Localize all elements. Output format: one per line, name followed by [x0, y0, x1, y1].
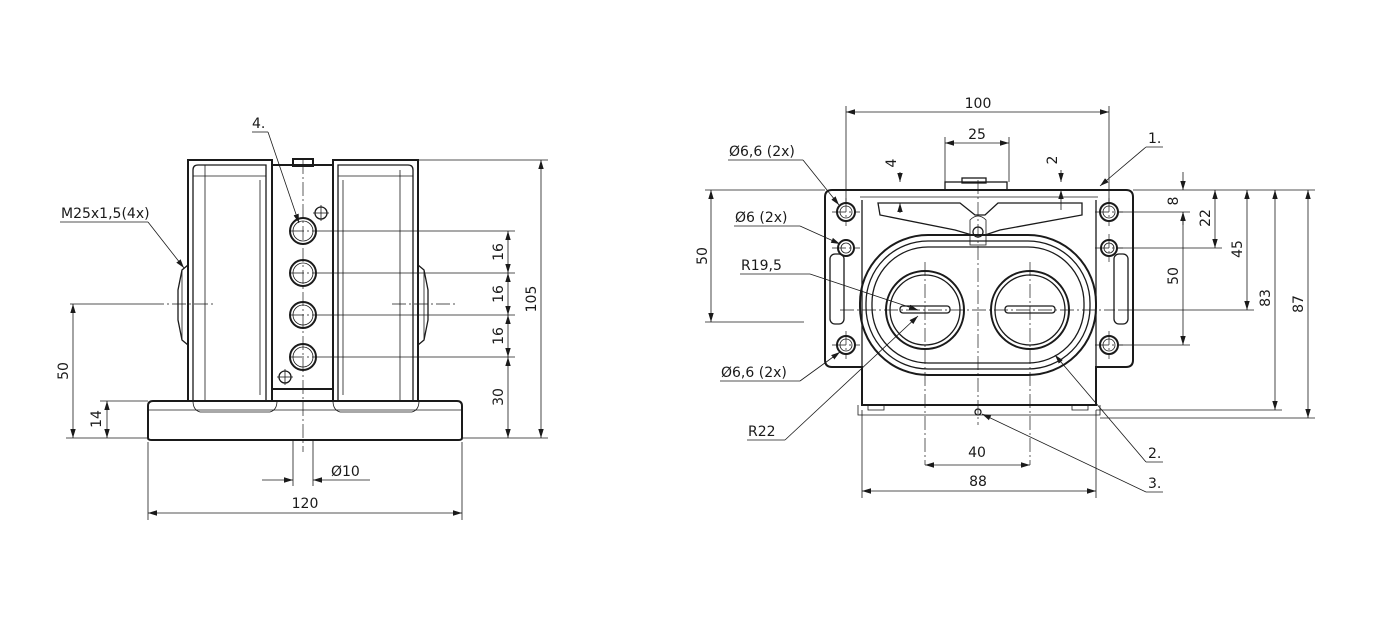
front-dim-83: 83: [1258, 289, 1274, 307]
side-dim-spacing-2: 16: [491, 285, 507, 303]
front-dim-left-height: 50: [695, 247, 711, 265]
front-dim-hole-distance: 40: [968, 445, 986, 461]
side-dim-total-height: 105: [524, 286, 540, 313]
front-dim-slot-width: 25: [968, 127, 986, 143]
side-dim-spacing-1: 16: [491, 243, 507, 261]
side-dim-spacing-3: 16: [491, 327, 507, 345]
front-dim-50-right: 50: [1166, 267, 1182, 285]
front-housing-outline: [824, 189, 1134, 406]
front-radius-inner: R19,5: [741, 258, 782, 274]
front-callout-1: 1.: [1148, 131, 1161, 147]
front-dim-22: 22: [1198, 209, 1214, 227]
front-callout-2: 2.: [1148, 446, 1161, 462]
front-dim-8: 8: [1166, 197, 1182, 206]
front-dim-45: 45: [1230, 240, 1246, 258]
side-body-left: [187, 159, 273, 401]
side-dim-base-height: 14: [89, 410, 105, 428]
front-dim-87: 87: [1291, 295, 1307, 313]
side-gland-left: [177, 264, 189, 346]
front-view: 100 25 4 2 50 8 50 22: [695, 96, 1315, 498]
front-dim-bottom-width: 88: [969, 474, 987, 490]
side-body-right: [332, 159, 419, 401]
front-mount-hole-top: Ø6,6 (2x): [729, 144, 795, 160]
front-callout-3: 3.: [1148, 476, 1161, 492]
side-callout-4: 4.: [252, 116, 265, 132]
side-thread-label: M25x1,5(4x): [61, 206, 150, 222]
front-dim-4: 4: [884, 158, 900, 167]
side-center-plate: [271, 164, 334, 390]
side-dim-hole-dia: Ø10: [331, 464, 360, 480]
side-dim-center-height: 50: [56, 362, 72, 380]
front-dim-width-top: 100: [965, 96, 992, 112]
front-inner-cover: [877, 202, 1083, 236]
side-gland-right: [417, 264, 429, 346]
side-view: 16 16 16 30 105 50 14 120 Ø10 M25x1,5(4x…: [56, 116, 548, 520]
front-dim-2: 2: [1045, 156, 1061, 165]
front-radius-outer: R22: [748, 424, 776, 440]
front-mount-hole-bottom: Ø6,6 (2x): [721, 365, 787, 381]
side-base-plate: [147, 400, 463, 441]
side-dim-base-width: 120: [292, 496, 319, 512]
side-dim-bottom-to-hole: 30: [491, 388, 507, 406]
front-pin-hole: Ø6 (2x): [735, 210, 788, 226]
